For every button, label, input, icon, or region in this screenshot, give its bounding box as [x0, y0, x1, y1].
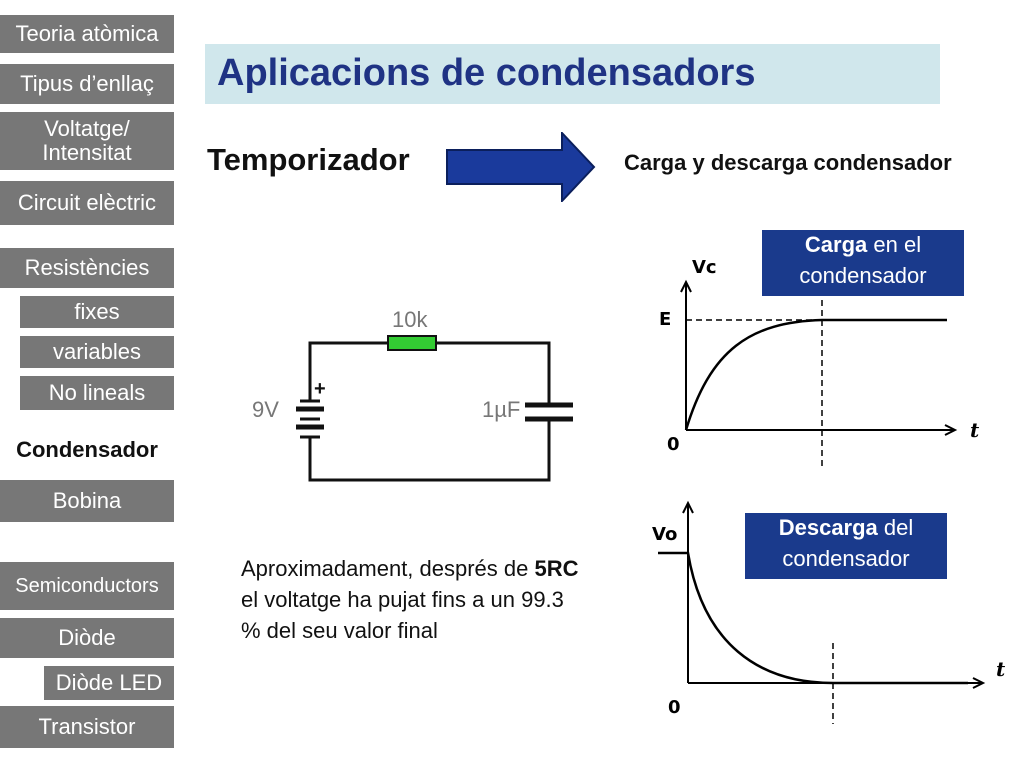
- discharge-curve: [658, 551, 968, 685]
- sidebar-item-diode-led[interactable]: Diòde LED: [44, 666, 174, 700]
- rc-circuit-diagram: 10k + 9V 1µF: [252, 307, 573, 482]
- discharge-graph: Vo 0 t: [652, 500, 1006, 724]
- battery-plus: +: [314, 378, 326, 400]
- e-label: E: [659, 309, 671, 330]
- discharge-caption-box: Descarga del condensador: [745, 513, 947, 579]
- note-bold: 5RC: [534, 556, 579, 581]
- sidebar-item-diode[interactable]: Diòde: [0, 618, 174, 658]
- sidebar-item-no-lineals[interactable]: No lineals: [20, 376, 174, 410]
- discharge-zero-label: 0: [668, 697, 681, 718]
- topic-label: Temporizador: [207, 142, 410, 177]
- battery-symbol: [296, 399, 324, 439]
- charge-curve: [684, 318, 947, 431]
- charge-caption-rest: en el condensador: [799, 232, 927, 288]
- circuit-wires: [308, 341, 551, 482]
- capacitor-symbol: [525, 402, 573, 422]
- sidebar-item-tipus-enllac[interactable]: Tipus d’enllaç: [0, 64, 174, 104]
- title-bar: Aplicacions de condensadors: [205, 44, 940, 104]
- charge-caption-box: Carga en el condensador: [762, 230, 964, 296]
- charge-zero-label: 0: [667, 434, 680, 455]
- sidebar-item-variables[interactable]: variables: [20, 336, 174, 368]
- vc-label: Vc: [692, 257, 717, 278]
- note-suffix: el voltatge ha pujat fins a un 99.3 % de…: [241, 586, 564, 643]
- discharge-t-label: t: [996, 657, 1006, 681]
- discharge-caption-bold: Descarga: [778, 515, 878, 540]
- battery-label: 9V: [252, 397, 279, 422]
- charge-caption-bold: Carga: [804, 232, 868, 257]
- resistor-label: 10k: [392, 307, 428, 332]
- sidebar-item-teoria-atomica[interactable]: Teoria atòmica: [0, 15, 174, 53]
- sidebar-item-transistor[interactable]: Transistor: [0, 706, 174, 748]
- vo-label: Vo: [652, 524, 677, 545]
- sidebar-item-voltatge-intensitat[interactable]: Voltatge/ Intensitat: [0, 112, 174, 170]
- sidebar-item-fixes[interactable]: fixes: [20, 296, 174, 328]
- charge-t-label: t: [970, 418, 980, 442]
- charge-graph: Vc E 0 t: [659, 257, 980, 466]
- note-text: Aproximadament, després de 5RC el voltat…: [241, 554, 586, 646]
- page-title: Aplicacions de condensadors: [217, 52, 756, 94]
- charge-discharge-label: Carga y descarga condensador: [624, 150, 952, 175]
- sidebar-item-bobina[interactable]: Bobina: [0, 480, 174, 522]
- right-arrow-icon: [446, 132, 596, 202]
- capacitor-label: 1µF: [482, 397, 520, 422]
- note-prefix: Aproximadament, després de: [241, 556, 535, 581]
- sidebar-item-semiconductors[interactable]: Semiconductors: [0, 562, 174, 610]
- sidebar: Teoria atòmica Tipus d’enllaç Voltatge/ …: [0, 0, 174, 768]
- sidebar-item-resistencies[interactable]: Resistències: [0, 248, 174, 288]
- discharge-caption-rest: del condensador: [782, 515, 914, 571]
- resistor: [387, 335, 437, 351]
- sidebar-item-condensador[interactable]: Condensador: [0, 428, 174, 472]
- sidebar-item-circuit-electric[interactable]: Circuit elèctric: [0, 181, 174, 225]
